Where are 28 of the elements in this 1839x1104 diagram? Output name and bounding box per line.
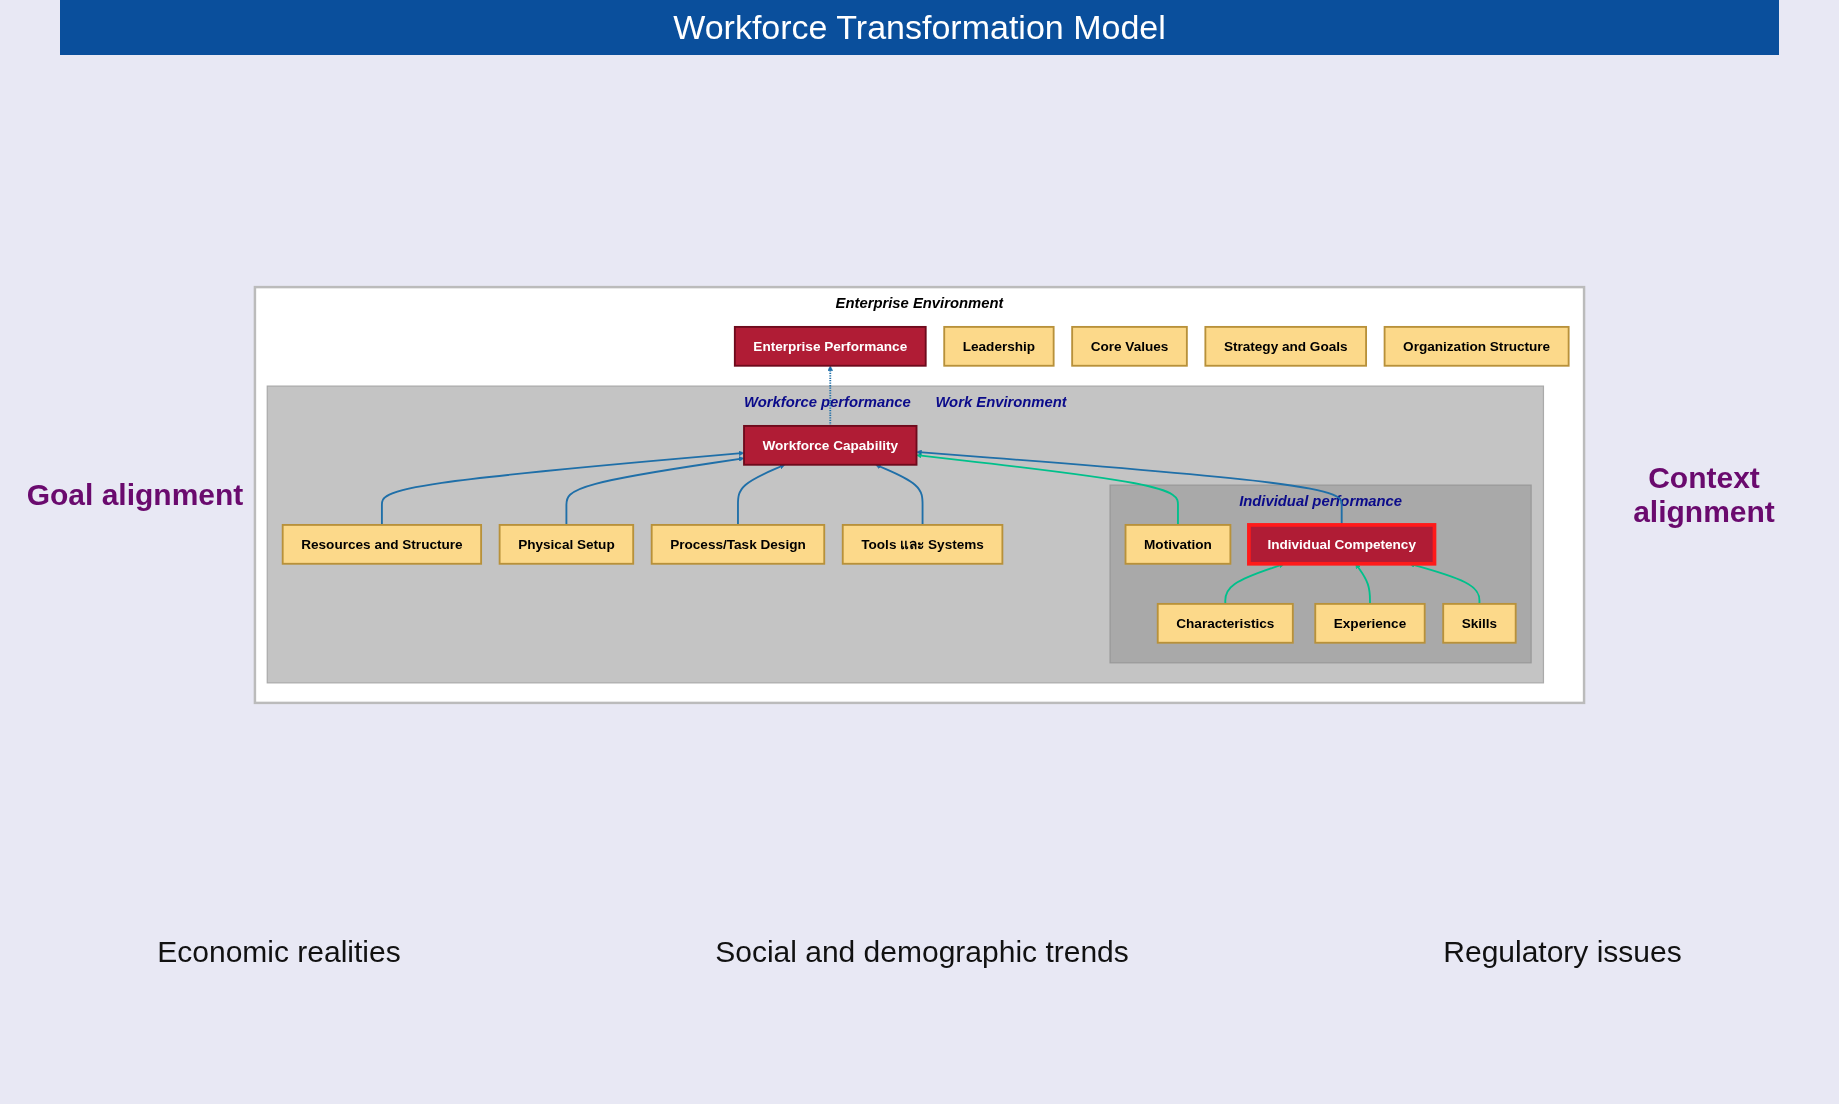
node-box: Workforce Capability <box>743 425 918 466</box>
footer-label: Regulatory issues <box>1443 935 1682 969</box>
arrow <box>916 449 1343 526</box>
node-box: Physical Setup <box>498 524 635 565</box>
arrow <box>916 453 1179 526</box>
node-box: Enterprise Performance <box>733 325 927 367</box>
node-box: Core Values <box>1071 325 1188 367</box>
node-box: Leadership <box>943 325 1055 367</box>
node-box: Characteristics <box>1156 602 1294 644</box>
arrow <box>1355 563 1371 605</box>
side-label: Context alignment <box>1632 461 1776 529</box>
footer-label: Economic realities <box>157 935 401 969</box>
side-label: Goal alignment <box>25 478 245 512</box>
arrow <box>565 456 745 526</box>
node-box: Tools และ Systems <box>841 524 1004 565</box>
title-banner: Workforce Transformation Model <box>60 0 1779 55</box>
node-box: Skills <box>1442 602 1517 644</box>
footer-label: Social and demographic trends <box>715 935 1129 969</box>
node-box: Organization Structure <box>1383 325 1570 367</box>
arrow <box>737 464 786 526</box>
node-box: Motivation <box>1124 524 1232 565</box>
node-box: Resources and Structure <box>281 524 483 565</box>
arrow <box>875 464 924 526</box>
node-box: Process/Task Design <box>650 524 826 565</box>
node-box: Individual Competency <box>1247 523 1437 566</box>
node-box: Strategy and Goals <box>1204 325 1367 367</box>
arrow <box>380 450 745 526</box>
node-box: Experience <box>1314 602 1426 644</box>
